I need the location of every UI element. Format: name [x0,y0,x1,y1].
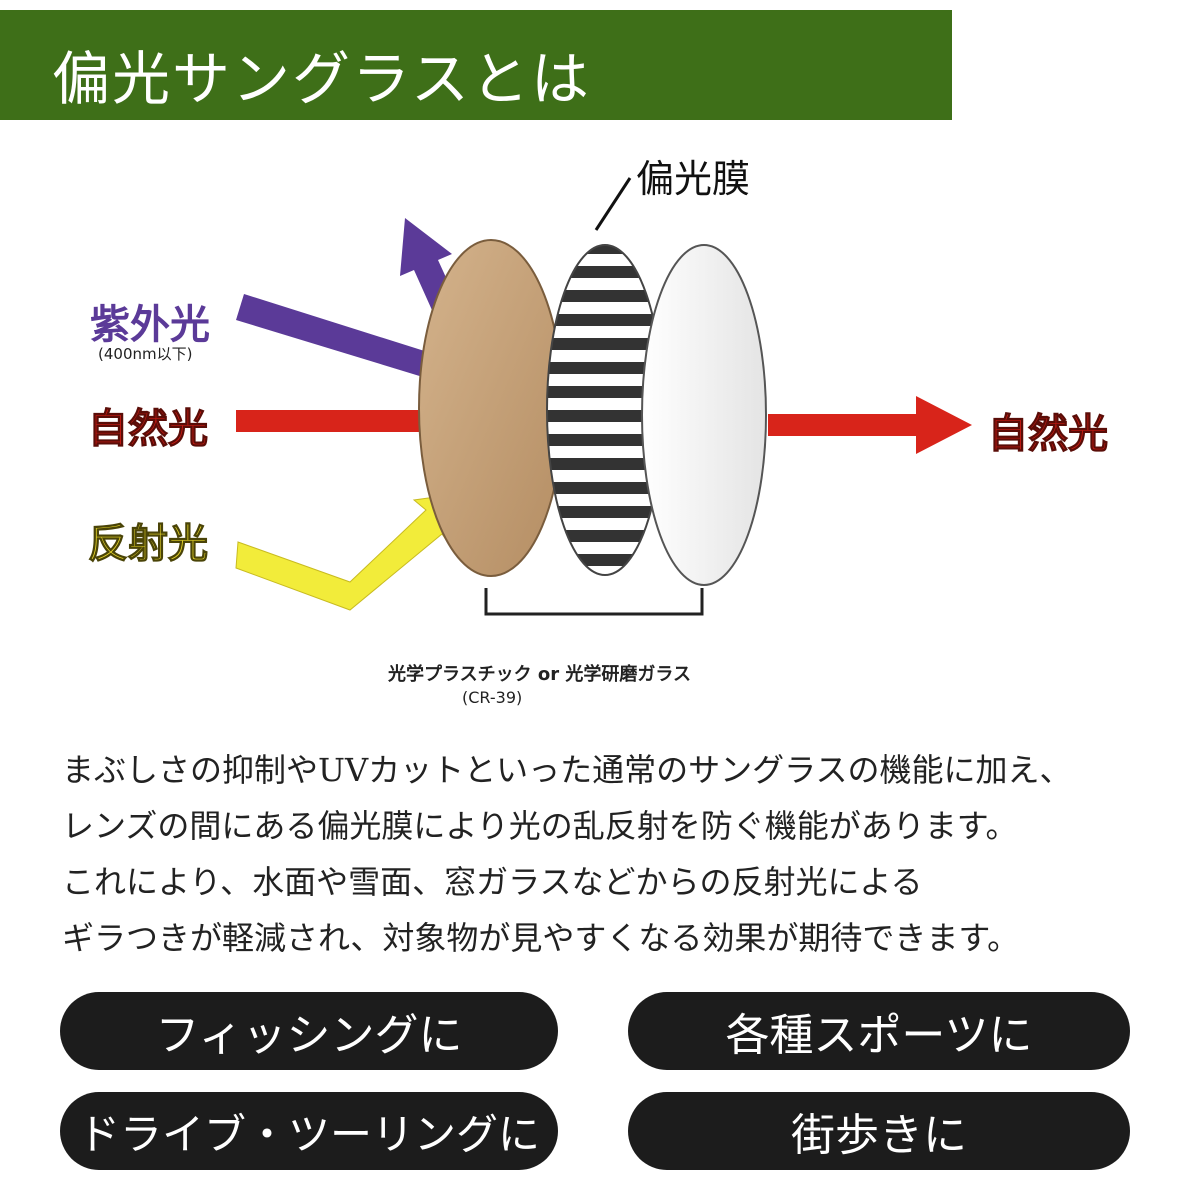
lens-bracket [484,588,704,616]
natural-light-arrow-in [236,410,472,432]
polarizing-film [547,245,663,575]
film-pointer-line [594,177,632,231]
tinted-lens [418,239,564,577]
description-line: まぶしさの抑制やUVカットといった通常のサングラスの機能に加え、 [62,751,1072,789]
use-case-sports: 各種スポーツに [628,992,1130,1070]
title-banner: 偏光サングラスとは [0,10,952,120]
reflected-light-label: 反射光 [88,521,209,568]
diagram-graphic [235,177,972,616]
description-line: ギラつきが軽減され、対象物が見やすくなる効果が期待できます。 [62,919,1020,957]
clear-lens [641,244,767,586]
description-text: まぶしさの抑制やUVカットといった通常のサングラスの機能に加え、 レンズの間にあ… [62,742,1172,966]
uv-arrow-in [236,294,472,392]
uv-light-label: 紫外光 [90,302,210,348]
lens-material-label: 光学プラスチック or 光学研磨ガラス [388,664,692,685]
use-case-driving: ドライブ・ツーリングに [60,1092,558,1170]
lens-material-sublabel: (CR-39) [462,688,523,707]
polarizing-film-label: 偏光膜 [636,157,751,201]
uv-light-sublabel: (400nm以下) [98,345,193,363]
natural-light-label-in: 自然光 [88,406,209,453]
description-line: レンズの間にある偏光膜により光の乱反射を防ぐ機能があります。 [62,807,1018,845]
description-line: これにより、水面や雪面、窓ガラスなどからの反射光による [62,863,923,901]
natural-light-arrow-out [768,396,972,454]
use-case-fishing: フィッシングに [60,992,558,1070]
page-title: 偏光サングラスとは [52,45,591,113]
use-case-walking: 街歩きに [628,1092,1130,1170]
natural-light-label-out: 自然光 [988,411,1109,458]
polarized-lens-diagram: 偏光膜 紫外光 (400nm以下) 自然光 反射光 自然光 光学プラスチック o… [0,130,1200,730]
